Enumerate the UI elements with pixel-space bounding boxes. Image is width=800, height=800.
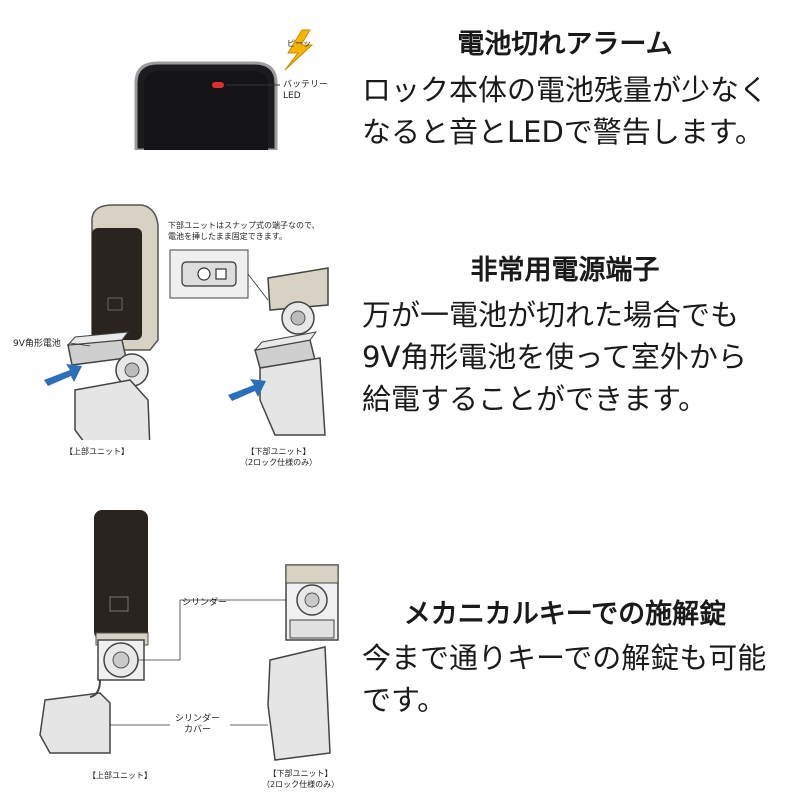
sound-label: ピーッ — [287, 39, 311, 48]
cover-label: シリンダー カバー — [175, 714, 220, 736]
terminal-note: 下部ユニットはスナップ式の端子なので、 電池を挿したまま固定できます。 — [168, 220, 320, 242]
section2-caption-upper: 【上部ユニット】 — [65, 447, 129, 456]
section2-caption-lower-line1: 【下部ユニット】 — [246, 447, 311, 456]
section1-body-line2: なると音とLEDで警告します。 — [362, 115, 764, 149]
section3-title: メカニカルキーでの施解錠 — [403, 599, 727, 630]
section3-body-line2: です。 — [362, 683, 447, 717]
section2-body-line2: 9V角形電池を使って室外から — [362, 340, 747, 374]
section3-caption-lower-line1: 【下部ユニット】 — [268, 769, 333, 778]
led-label-line1: バッテリー — [283, 80, 329, 90]
terminal-note-line1: 下部ユニットはスナップ式の端子なので、 — [168, 221, 320, 230]
emergency-power-illustration — [44, 204, 329, 440]
cover-label-line1: シリンダー — [175, 714, 221, 724]
section1-body-line1: ロック本体の電池残量が少なく — [362, 73, 769, 107]
section2-body-line1: 万が一電池が切れた場合でも — [362, 298, 740, 332]
battery-led-icon — [212, 82, 224, 88]
section2-body-line3: 給電することができます。 — [362, 382, 708, 416]
led-label-line2: LED — [283, 91, 301, 101]
section3-caption-lower: 【下部ユニット】 （2ロック仕様のみ） — [262, 768, 339, 790]
section3-body-line1: 今まで通りキーでの解錠も可能 — [362, 641, 767, 675]
section3-caption-lower-line2: （2ロック仕様のみ） — [262, 780, 340, 789]
section2-caption-lower-line2: （2ロック仕様のみ） — [240, 458, 318, 467]
section2-title: 非常用電源端子 — [470, 255, 660, 286]
battery-label: 9V角形電池 — [13, 339, 61, 349]
mechanical-key-illustration — [39, 510, 339, 761]
section2-caption-lower: 【下部ユニット】 （2ロック仕様のみ） — [240, 446, 317, 468]
cover-label-line2: カバー — [184, 725, 212, 735]
lightning-icon — [284, 29, 314, 71]
terminal-note-line2: 電池を挿したまま固定できます。 — [168, 232, 287, 241]
section3-caption-upper: 【上部ユニット】 — [88, 771, 152, 780]
cylinder-label: シリンダー — [182, 598, 228, 608]
section1-title: 電池切れアラーム — [457, 29, 673, 60]
led-label: バッテリー LED — [283, 80, 328, 102]
insert-arrow-icon-2 — [228, 379, 266, 401]
battery-alarm-illustration — [134, 29, 314, 150]
insert-arrow-icon — [44, 364, 82, 386]
